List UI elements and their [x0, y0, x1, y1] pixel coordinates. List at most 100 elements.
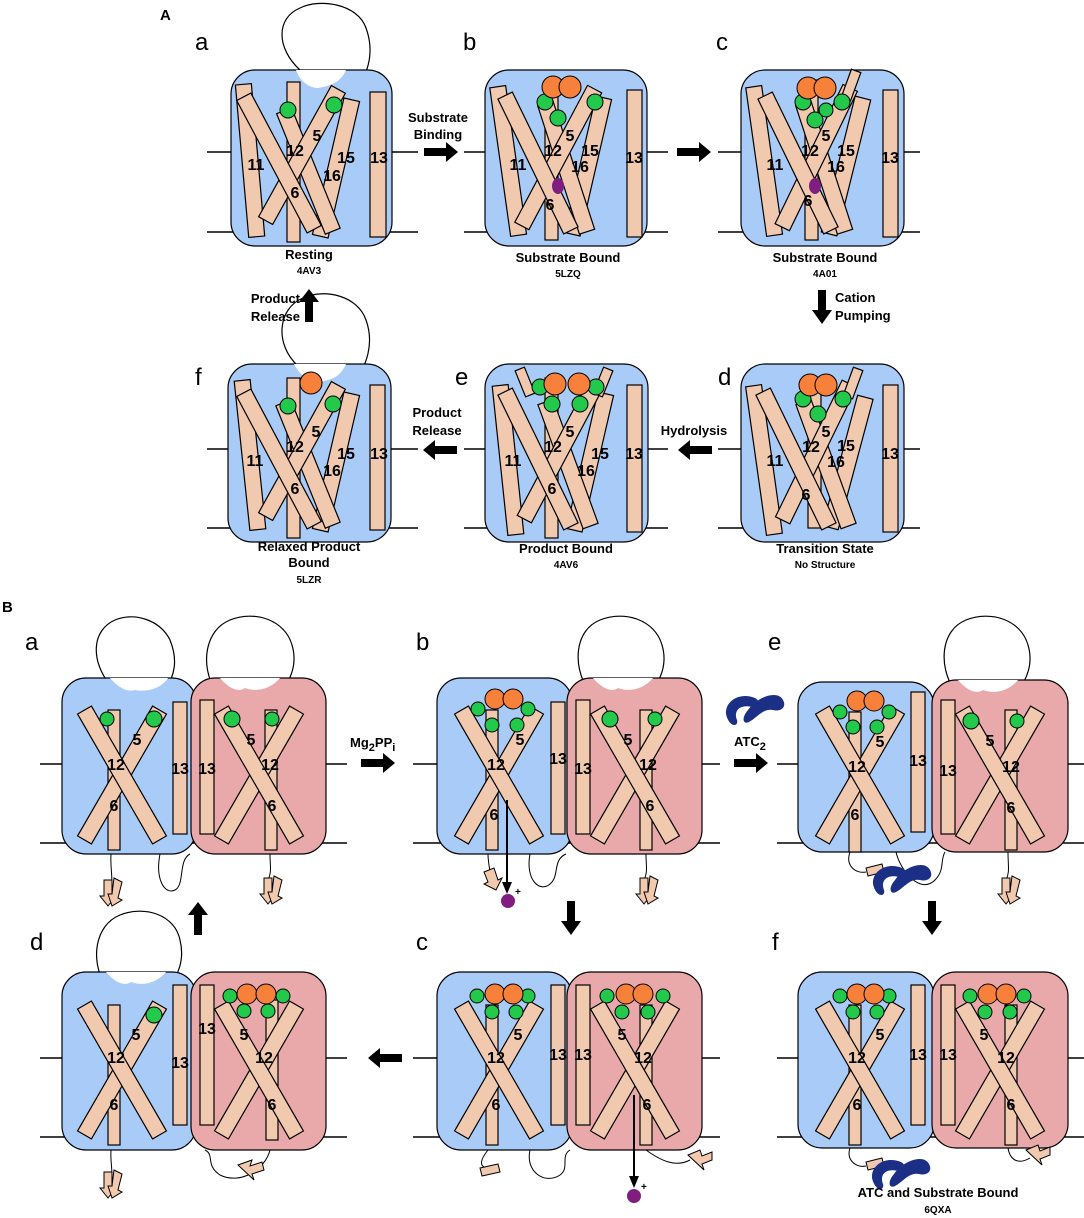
helix-label-13: 13 — [909, 753, 927, 770]
helix-label-6: 6 — [804, 193, 813, 210]
helix-label-13: 13 — [939, 1047, 957, 1064]
helix-label-15: 15 — [337, 150, 355, 167]
helix-bundle — [453, 984, 681, 1146]
helix-label-12: 12 — [802, 439, 820, 456]
binding-site — [962, 712, 980, 730]
helix-label-11: 11 — [505, 453, 522, 470]
helix-label-15: 15 — [837, 143, 855, 160]
pdb-code: No Structure — [795, 560, 856, 571]
binding-site — [881, 704, 897, 720]
helix-label-6: 6 — [853, 1097, 862, 1114]
helix-label-6: 6 — [851, 807, 860, 824]
helix-label-5: 5 — [516, 732, 525, 749]
beta-strand-icon — [1025, 1144, 1051, 1166]
helix-label-16: 16 — [571, 159, 589, 176]
panel-a-state-c: 11 12 5 15 16 6 13 c Substrate Bound 4A0… — [716, 29, 920, 280]
helix-label-13: 13 — [574, 1047, 592, 1064]
atc-inhibitor-icon — [743, 695, 785, 723]
helix-label-15: 15 — [837, 438, 855, 455]
substrate — [863, 690, 885, 712]
helix-bundle — [76, 984, 305, 1146]
panel-b-state-f: 5 12 6 13 13 5 12 6 f ATC and Substrate … — [772, 929, 1084, 1216]
substrate — [558, 75, 582, 99]
beta-strand-icon — [107, 1169, 124, 1199]
panel-b-state-d: 5 12 6 13 13 5 12 6 d — [30, 910, 347, 1199]
helix-label-6: 6 — [291, 481, 300, 498]
binding-site — [655, 988, 671, 1004]
helix-label-16: 16 — [323, 463, 341, 480]
arrow-left-icon — [368, 1048, 402, 1068]
helix-label-13: 13 — [549, 1047, 567, 1064]
helix-label-5: 5 — [313, 128, 322, 145]
binding-site — [99, 711, 115, 727]
binding-site — [832, 704, 848, 720]
pdb-code: 5LZQ — [555, 269, 581, 280]
binding-site — [818, 102, 834, 118]
binding-site — [279, 397, 297, 415]
helix-label-5: 5 — [624, 732, 633, 749]
pp-sub-i: i — [392, 742, 395, 754]
state-letter: b — [416, 629, 429, 656]
helix-label-16: 16 — [827, 159, 845, 176]
panel-a-label: A — [160, 7, 171, 24]
helix-bundle — [745, 68, 899, 241]
helix-bundle — [489, 79, 643, 241]
cation-charge: + — [515, 887, 521, 898]
atc-main: ATC — [734, 734, 760, 749]
helix-label-13: 13 — [171, 761, 189, 778]
helix-label-12: 12 — [544, 439, 562, 456]
helix-label-12: 12 — [544, 143, 562, 160]
helix-bundle — [233, 377, 386, 539]
panel-b-label: B — [2, 599, 13, 616]
panel-b-state-c: + 5 12 6 13 13 5 12 6 c — [413, 929, 720, 1203]
helix-label-12: 12 — [848, 1050, 866, 1067]
step-label-cation-pumping: Cation — [835, 290, 876, 305]
helix-label-6: 6 — [548, 481, 557, 498]
binding-site — [640, 1004, 656, 1020]
state-name: Substrate Bound — [773, 250, 878, 265]
binding-site — [834, 390, 852, 408]
helix-label-5: 5 — [822, 128, 831, 145]
helix-label-13: 13 — [370, 446, 388, 463]
substrate — [236, 983, 258, 1005]
step-label-product-release-up: Product — [251, 291, 301, 306]
binding-site — [587, 378, 605, 396]
state-letter: f — [772, 929, 779, 956]
beta-strand-icon — [267, 875, 284, 905]
helix-label-5: 5 — [822, 424, 831, 441]
arrow-right-icon — [424, 142, 458, 162]
pdb-code: 4A01 — [813, 269, 837, 280]
helix-label-12: 12 — [107, 757, 125, 774]
helix-label-13: 13 — [909, 1047, 927, 1064]
helix-label-12: 12 — [107, 1050, 125, 1067]
helix-label-11: 11 — [247, 453, 264, 470]
beta-strand-icon — [482, 867, 504, 891]
substrate — [484, 983, 506, 1005]
beta-strand-icon — [687, 1149, 713, 1171]
helix-bundle — [234, 81, 387, 243]
state-letter: c — [716, 29, 728, 56]
helix-label-13: 13 — [198, 1021, 216, 1038]
binding-site — [469, 988, 485, 1004]
step-label-product-release: Product — [412, 405, 462, 420]
panel-a-state-e: 11 12 5 15 16 6 13 e Product Bound 4AV6 — [455, 363, 668, 571]
binding-site — [549, 109, 567, 127]
helix-label-5: 5 — [566, 424, 575, 441]
step-label-mg2ppi: Mg2PPi — [350, 735, 395, 754]
cation — [627, 1189, 641, 1203]
helix-label-11: 11 — [510, 157, 527, 174]
state-letter: d — [30, 929, 43, 956]
helix-label-6: 6 — [643, 1097, 652, 1114]
helix-label-16: 16 — [577, 463, 595, 480]
state-name: ATC and Substrate Bound — [858, 1185, 1019, 1200]
helix-label-6: 6 — [1007, 1097, 1016, 1114]
binding-site — [484, 717, 500, 733]
helix-label-6: 6 — [110, 1097, 119, 1114]
helix-label-6: 6 — [110, 798, 119, 815]
binding-site — [806, 111, 824, 129]
binding-site — [1016, 988, 1032, 1004]
substrate — [813, 76, 837, 100]
helix-label-13: 13 — [171, 1055, 189, 1072]
state-letter: f — [195, 364, 202, 391]
